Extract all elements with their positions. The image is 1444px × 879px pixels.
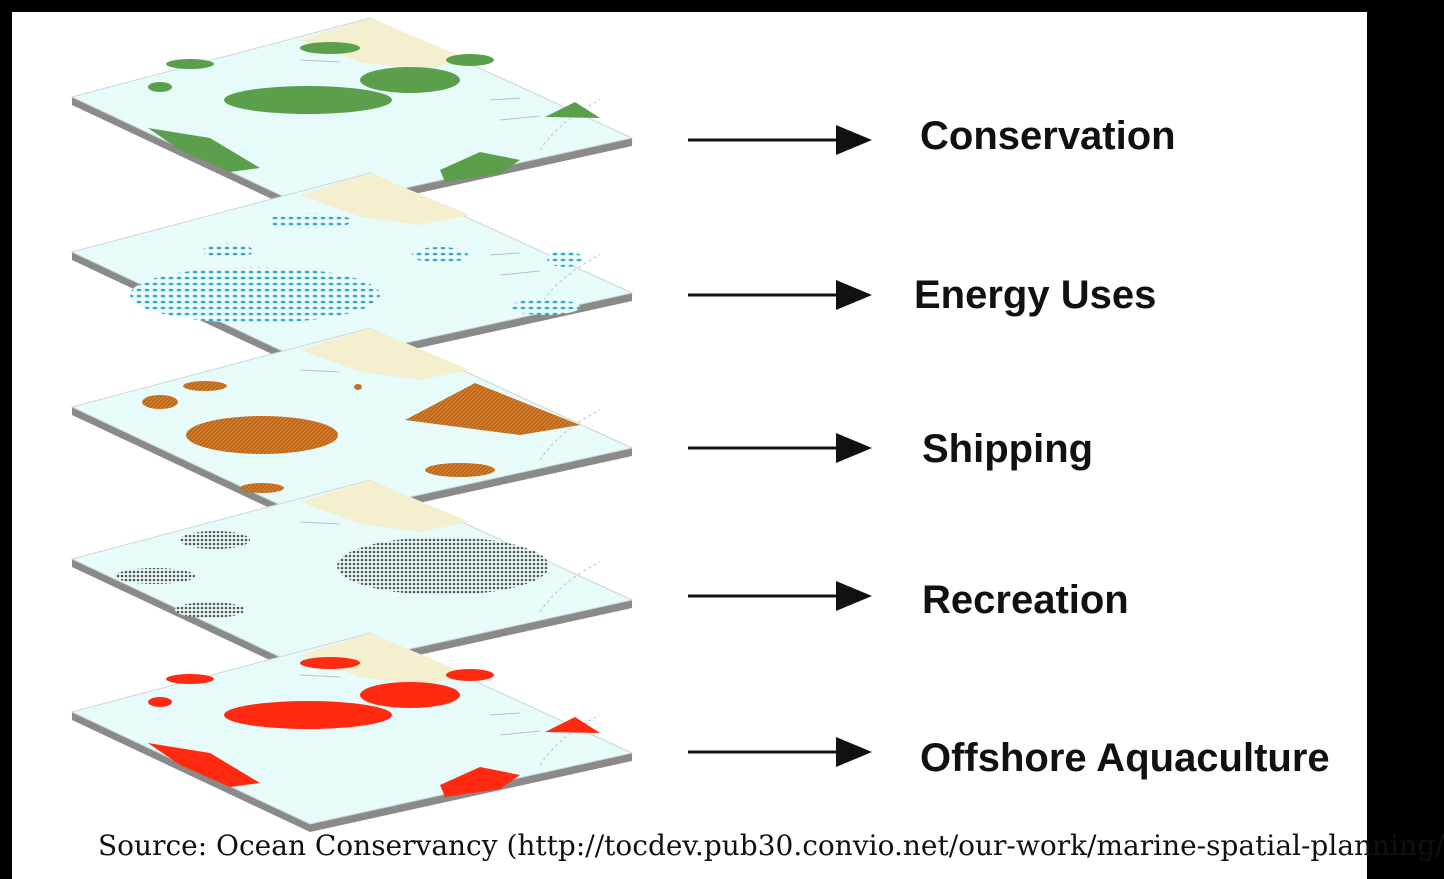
zone	[183, 381, 227, 391]
zone	[148, 697, 172, 707]
zone	[446, 669, 494, 681]
zone	[425, 463, 495, 477]
zones-energy-uses	[130, 213, 583, 323]
zones-conservation	[148, 42, 600, 182]
zone	[354, 384, 362, 390]
zone	[180, 531, 250, 549]
zone	[240, 483, 284, 493]
zone	[224, 701, 392, 729]
zone	[360, 67, 460, 93]
zone	[440, 152, 520, 182]
land-area	[300, 328, 470, 380]
map-marks	[299, 59, 541, 121]
layer-edge	[72, 97, 632, 217]
zone	[115, 568, 195, 584]
zone	[142, 395, 178, 409]
zone	[148, 743, 260, 787]
land-area	[300, 480, 470, 532]
zone	[175, 602, 245, 618]
layer-label-shipping: Shipping	[922, 427, 1094, 471]
zone	[148, 128, 260, 172]
layer-label-conservation: Conservation	[920, 114, 1176, 158]
land-area	[300, 633, 470, 685]
zones-shipping	[142, 381, 580, 493]
zone	[510, 299, 580, 315]
layer-label-recreation: Recreation	[922, 578, 1129, 622]
layer-edge	[72, 559, 632, 679]
zone	[186, 416, 338, 454]
land-area	[300, 18, 470, 70]
map-layer-conservation	[70, 17, 634, 217]
zone	[300, 657, 360, 669]
map-layer-energy-uses	[70, 172, 634, 372]
zone	[446, 54, 494, 66]
zone	[300, 42, 360, 54]
zone	[130, 267, 380, 323]
zone	[440, 767, 520, 797]
zones-recreation	[115, 531, 549, 618]
zone	[166, 59, 214, 69]
source-caption: Source: Ocean Conservancy (http://tocdev…	[98, 829, 1444, 862]
zone	[405, 383, 580, 435]
zone	[148, 82, 172, 92]
zone	[545, 102, 600, 118]
zone	[166, 674, 214, 684]
zone	[412, 247, 468, 263]
zone	[224, 86, 392, 114]
land-area	[300, 173, 470, 225]
layer-stack	[70, 17, 872, 832]
layer-edge	[72, 712, 632, 832]
zone	[203, 243, 253, 259]
map-marks	[299, 674, 541, 736]
map-layer-offshore-aquaculture	[70, 632, 634, 832]
zone	[547, 251, 583, 267]
coast-line	[539, 409, 601, 461]
zones-offshore-aquaculture	[148, 657, 600, 797]
layer-edge	[72, 407, 632, 527]
zone	[268, 213, 352, 229]
layer-label-energy-uses: Energy Uses	[914, 273, 1157, 317]
coast-line	[539, 561, 601, 613]
zone	[360, 682, 460, 708]
coast-line	[539, 714, 601, 766]
zone	[337, 537, 549, 595]
map-layer-recreation	[70, 479, 634, 679]
layer-label-offshore-aquaculture: Offshore Aquaculture	[920, 736, 1330, 780]
map-layer-shipping	[70, 327, 634, 527]
coast-line	[539, 99, 601, 151]
zone	[545, 717, 600, 733]
